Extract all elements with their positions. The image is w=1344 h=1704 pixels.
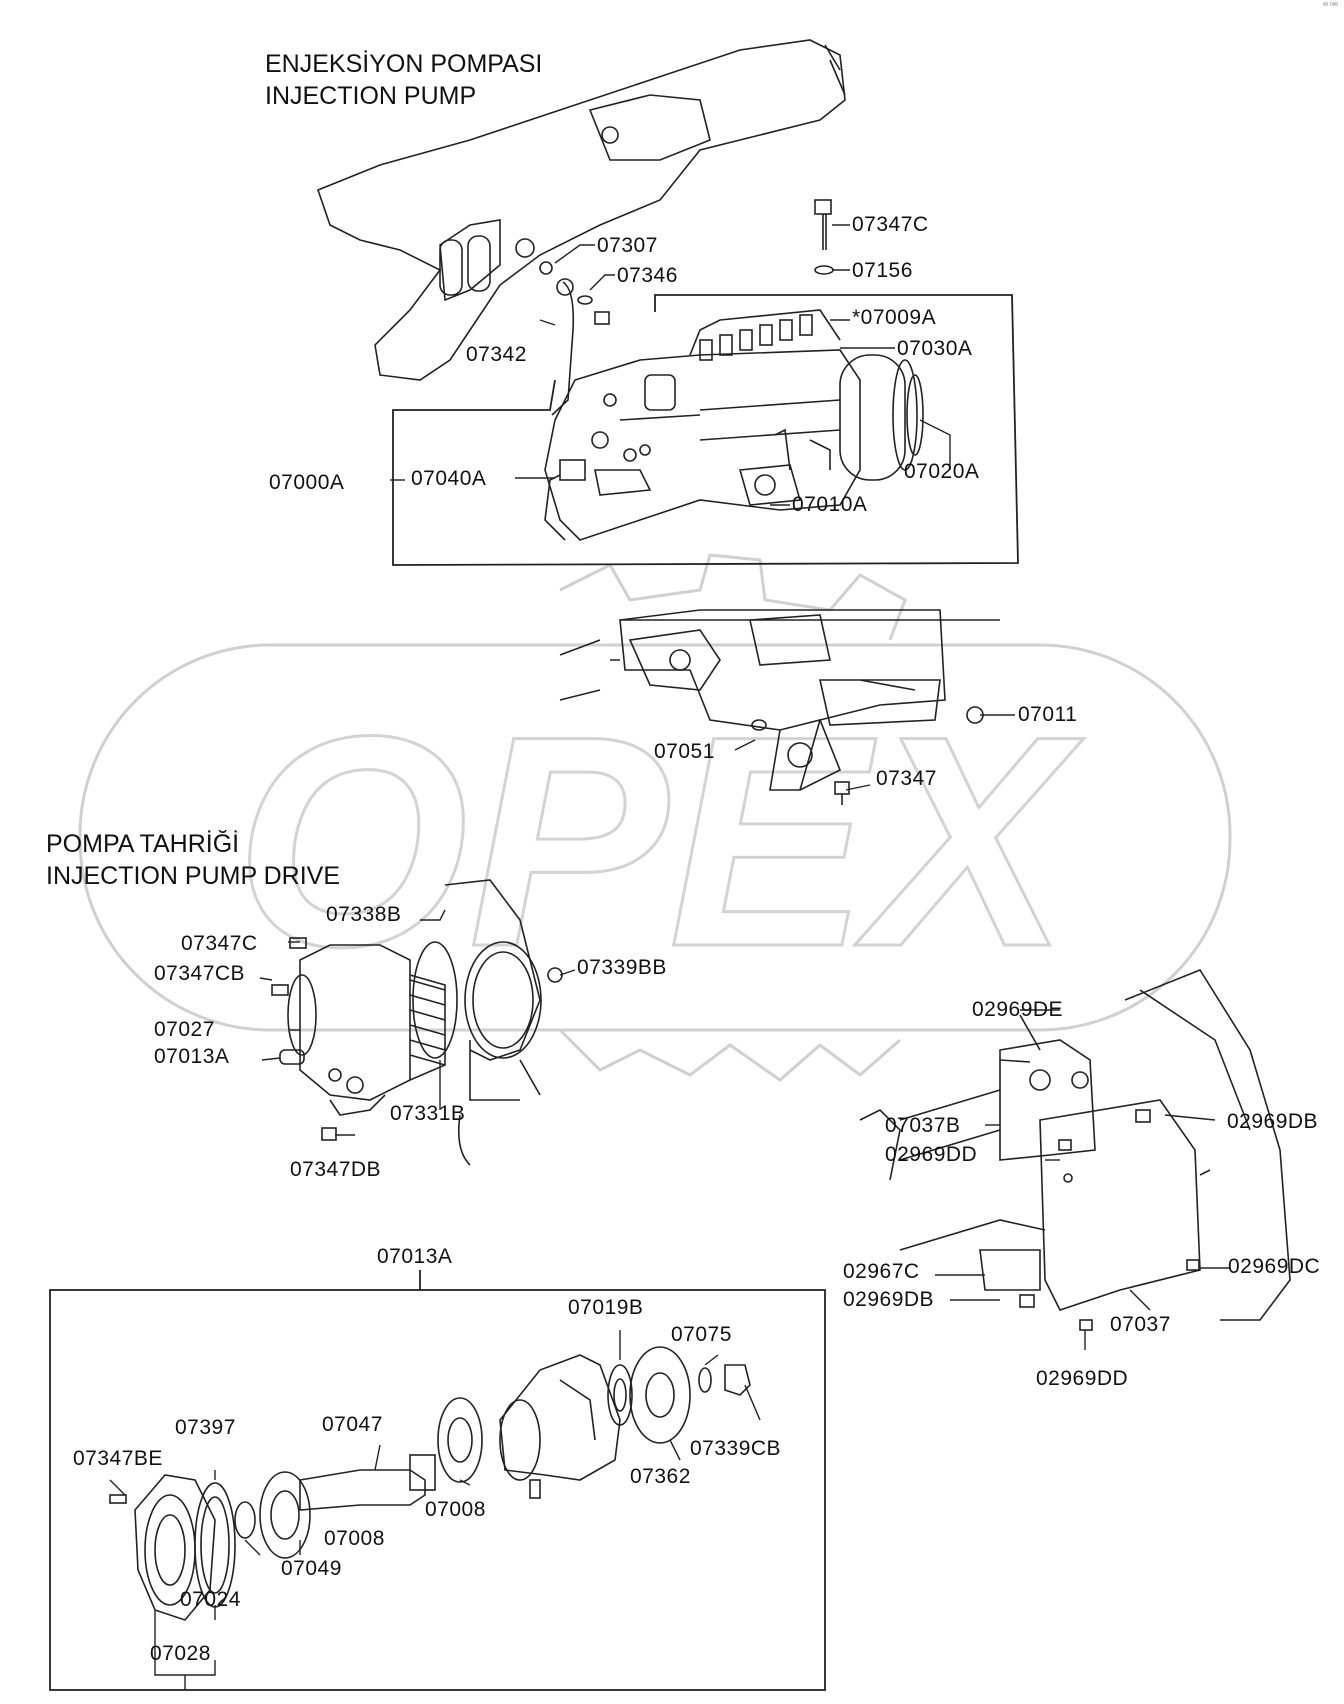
part-label-07347cb[interactable]: 07347CB xyxy=(154,962,246,985)
part-label-07331b[interactable]: 07331B xyxy=(390,1102,466,1125)
part-label-07347c-drive[interactable]: 07347C xyxy=(181,932,258,955)
part-label-07156[interactable]: 07156 xyxy=(852,259,913,282)
cover-assembly xyxy=(859,969,1291,1331)
part-label-07342[interactable]: 07342 xyxy=(466,343,527,366)
part-label-07338b[interactable]: 07338B xyxy=(326,903,402,926)
part-label-07037b[interactable]: 07037B xyxy=(885,1114,961,1137)
injection-pump-body xyxy=(544,309,924,541)
pump-drive-assembly xyxy=(271,879,563,1166)
part-label-07030a[interactable]: 07030A xyxy=(897,337,973,360)
injection-pump-title-tr: ENJEKSİYON POMPASI xyxy=(265,50,543,78)
part-label-07397[interactable]: 07397 xyxy=(175,1416,236,1439)
injection-pump-title-en: INJECTION PUMP xyxy=(265,82,477,110)
part-label-02969dd-b[interactable]: 02969DD xyxy=(1036,1367,1129,1390)
leader-lines xyxy=(109,224,1230,1690)
part-label-02969de[interactable]: 02969DE xyxy=(972,998,1064,1021)
injection-pump-frame xyxy=(392,294,1019,566)
pump-drive-title: POMPA TAHRİĞİ INJECTION PUMP DRIVE xyxy=(46,828,340,892)
corner-mark: ᵃᵇ ᵇᵃᵇ xyxy=(1322,2,1338,9)
part-label-02967c[interactable]: 02967C xyxy=(843,1260,920,1283)
watermark-text: OPEX xyxy=(235,673,1084,1009)
part-label-02969dc[interactable]: 02969DC xyxy=(1228,1255,1321,1278)
watermark-logo: OPEX xyxy=(78,553,1232,1082)
part-label-07362[interactable]: 07362 xyxy=(630,1465,691,1488)
part-label-07011[interactable]: 07011 xyxy=(1018,703,1078,726)
part-label-07013a[interactable]: 07013A xyxy=(154,1045,230,1068)
part-label-02969db-b[interactable]: 02969DB xyxy=(843,1288,935,1311)
part-label-07028[interactable]: 07028 xyxy=(150,1642,211,1665)
part-label-02969dd-a[interactable]: 02969DD xyxy=(885,1143,978,1166)
detail-group-label: 07013A xyxy=(377,1245,453,1268)
pump-bracket xyxy=(559,609,1000,805)
pump-drive-title-en: INJECTION PUMP DRIVE xyxy=(46,862,341,890)
part-label-07047[interactable]: 07047 xyxy=(322,1413,383,1436)
part-label-07347c-top[interactable]: 07347C xyxy=(852,213,929,236)
part-label-07008-b[interactable]: 07008 xyxy=(324,1527,385,1550)
part-label-07347db[interactable]: 07347DB xyxy=(290,1158,382,1181)
intake-manifold xyxy=(316,39,846,381)
part-label-07037[interactable]: 07037 xyxy=(1110,1313,1171,1336)
part-label-07027[interactable]: 07027 xyxy=(154,1018,215,1041)
part-label-07347be[interactable]: 07347BE xyxy=(73,1447,163,1470)
part-label-02969db-a[interactable]: 02969DB xyxy=(1227,1110,1319,1133)
part-label-07339cb[interactable]: 07339CB xyxy=(690,1437,782,1460)
part-label-07010a[interactable]: 07010A xyxy=(792,493,868,516)
pump-drive-title-tr: POMPA TAHRİĞİ xyxy=(46,830,240,858)
part-label-07346[interactable]: 07346 xyxy=(617,264,678,287)
detail-frame xyxy=(49,1270,826,1691)
part-label-07040a[interactable]: 07040A xyxy=(411,467,487,490)
injection-pump-title: ENJEKSİYON POMPASI INJECTION PUMP xyxy=(265,48,542,112)
part-label-07339bb[interactable]: 07339BB xyxy=(577,956,667,979)
part-label-07051[interactable]: 07051 xyxy=(654,740,715,763)
part-label-07075[interactable]: 07075 xyxy=(671,1323,732,1346)
part-label-07009a[interactable]: *07009A xyxy=(852,306,937,329)
part-label-07307[interactable]: 07307 xyxy=(597,234,658,257)
part-label-07020a[interactable]: 07020A xyxy=(904,460,980,483)
detail-exploded-parts xyxy=(109,1346,751,1621)
part-label-07049[interactable]: 07049 xyxy=(281,1557,342,1580)
part-label-07347[interactable]: 07347 xyxy=(876,767,937,790)
part-label-07008-a[interactable]: 07008 xyxy=(425,1498,486,1521)
part-label-07019b[interactable]: 07019B xyxy=(568,1296,644,1319)
part-label-07024[interactable]: 07024 xyxy=(180,1588,241,1611)
part-label-07000a[interactable]: 07000A xyxy=(269,471,345,494)
